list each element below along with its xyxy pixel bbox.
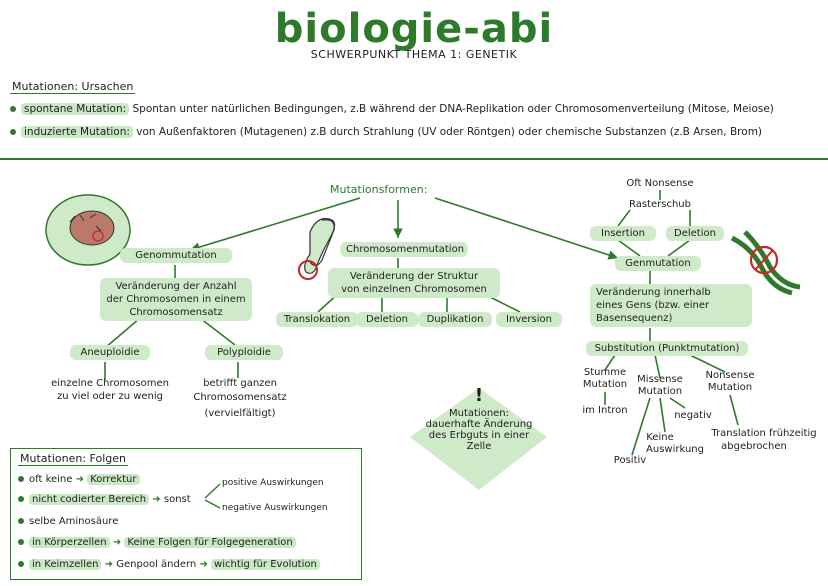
chromosome-illustration <box>298 217 336 280</box>
folgen-r5-c: wichtig für Evolution <box>211 559 320 570</box>
folgen-r1-b: Korrektur <box>87 474 140 485</box>
folgen-heading: Mutationen: Folgen <box>18 452 128 466</box>
missense-2: Mutation <box>637 386 683 397</box>
folgen-row-2: nicht codierter Bereich ➜ sonst <box>18 494 191 505</box>
arrow-right-icon: ➜ <box>199 559 208 570</box>
page-title: biologie-abi <box>274 6 554 52</box>
keine-2: Auswirkung <box>646 444 704 455</box>
bullet-icon <box>18 539 24 545</box>
folgen-r5-b: Genpool ändern <box>116 559 197 570</box>
chromosom-item-duplikation: Duplikation <box>418 312 492 327</box>
warning-text-2: des Erbguts in einer <box>428 430 530 441</box>
gen-substitution: Substitution (Punktmutation) <box>586 341 748 356</box>
chromosom-label: Chromosomenmutation <box>340 242 468 257</box>
polyploidie-desc-3: (vervielfältigt) <box>204 408 276 419</box>
polyploidie-desc-1: betrifft ganzen <box>203 378 277 389</box>
gen-oft-nonsense: Oft Nonsense <box>626 178 694 189</box>
spontan-label: spontane Mutation: <box>21 103 130 115</box>
arrow-right-icon: ➜ <box>104 559 114 570</box>
arrow-right-icon: ➜ <box>75 474 84 485</box>
genom-label: Genommutation <box>120 248 232 263</box>
folgen-row-4: in Körperzellen ➜ Keine Folgen für Folge… <box>18 537 296 548</box>
aneuploidie-label: Aneuploidie <box>70 345 150 360</box>
induziert-label: induzierte Mutation: <box>21 126 133 138</box>
warning-title: Mutationen: <box>448 408 510 419</box>
formen-heading: Mutationsformen: <box>330 183 428 196</box>
gen-insertion: Insertion <box>590 226 656 241</box>
aneuploidie-desc-1: einzelne Chromosomen <box>51 378 169 389</box>
warning-mark: ! <box>474 385 484 406</box>
folgen-r4-a: in Körperzellen <box>29 537 110 548</box>
folgen-r5-a: in Keimzellen <box>29 559 102 570</box>
aneuploidie-desc-2: zu viel oder zu wenig <box>56 391 164 402</box>
gen-desc: Veränderung innerhalb eines Gens (bzw. e… <box>590 284 752 327</box>
gen-desc-3: Basensequenz) <box>596 313 673 324</box>
stumme-2: Mutation <box>582 379 628 390</box>
chromosom-desc-2: von einzelnen Chromosomen <box>341 284 487 295</box>
ursachen-spontan: spontane Mutation: Spontan unter natürli… <box>10 103 774 115</box>
bullet-icon <box>18 561 24 567</box>
missense-1: Missense <box>637 374 683 385</box>
warning-text-1: dauerhafte Änderung <box>425 419 533 430</box>
folgen-row-5: in Keimzellen ➜ Genpool ändern ➜ wichtig… <box>18 559 320 570</box>
arrow-to-genom <box>189 197 361 252</box>
genom-desc: Veränderung der Anzahl der Chromosomen i… <box>100 278 252 321</box>
missense-negativ: negativ <box>674 410 712 421</box>
induziert-text: von Außenfaktoren (Mutagenen) z.B durch … <box>136 126 763 138</box>
folgen-r4-b: Keine Folgen für Folgegeneration <box>124 537 296 548</box>
gen-desc-1: Veränderung innerhalb <box>596 287 711 298</box>
gen-deletion: Deletion <box>666 226 724 241</box>
chromosom-desc-1: Veränderung der Struktur <box>349 271 479 282</box>
chromosom-item-inversion: Inversion <box>496 312 562 327</box>
folgen-r3: selbe Aminosäure <box>29 516 119 527</box>
folgen-r1-a: oft keine <box>29 474 73 485</box>
gen-desc-2: eines Gens (bzw. einer <box>596 300 710 311</box>
spontan-text: Spontan unter natürlichen Bedingungen, z… <box>132 103 774 115</box>
keine-1: Keine <box>646 432 674 443</box>
bullet-icon <box>18 476 24 482</box>
bullet-icon <box>18 518 24 524</box>
folgen-r2-b: sonst <box>163 494 191 505</box>
page-subtitle: SCHWERPUNKT THEMA 1: GENETIK <box>310 48 518 61</box>
folgen-r2-a: nicht codierter Bereich <box>29 494 150 505</box>
folgen-r2-pos: positive Auswirkungen <box>222 478 324 488</box>
arrow-to-gen <box>434 197 619 260</box>
bullet-icon <box>10 129 16 135</box>
arrow-right-icon: ➜ <box>152 494 161 505</box>
ursachen-induziert: induzierte Mutation: von Außenfaktoren (… <box>10 126 762 138</box>
warning-block: ! Mutationen: dauerhafte Änderung des Er… <box>410 385 548 493</box>
im-intron: im Intron <box>582 405 628 416</box>
chromosom-item-translokation: Translokation <box>276 312 358 327</box>
chromosom-item-deletion: Deletion <box>356 312 418 327</box>
bullet-icon <box>10 106 16 112</box>
polyploidie-label: Polyploidie <box>205 345 283 360</box>
missense-positiv: Positiv <box>613 455 647 466</box>
section-divider <box>0 158 828 160</box>
arrow-right-icon: ➜ <box>112 537 122 548</box>
stumme-1: Stumme <box>583 367 627 378</box>
translation-1: Translation frühzeitig <box>711 428 817 439</box>
gen-label: Genmutation <box>615 256 701 271</box>
cell-illustration <box>45 194 131 266</box>
polyploidie-desc-2: Chromosomensatz <box>193 392 287 403</box>
folgen-box <box>10 448 362 580</box>
translation-2: abgebrochen <box>721 441 787 452</box>
gen-rasterschub: Rasterschub <box>629 199 691 210</box>
nonsense-2: Mutation <box>707 382 753 393</box>
folgen-r2-neg: negative Auswirkungen <box>222 503 328 513</box>
folgen-row-3: selbe Aminosäure <box>18 516 118 527</box>
nonsense-1: Nonsense <box>705 370 755 381</box>
folgen-row-1: oft keine ➜ Korrektur <box>18 474 140 485</box>
dna-illustration <box>730 230 801 296</box>
warning-text-3: Zelle <box>466 441 492 452</box>
bullet-icon <box>18 496 24 502</box>
warning-diamond <box>410 388 547 490</box>
ursachen-heading: Mutationen: Ursachen <box>10 80 136 94</box>
chromosom-desc: Veränderung der Struktur von einzelnen C… <box>328 268 500 298</box>
